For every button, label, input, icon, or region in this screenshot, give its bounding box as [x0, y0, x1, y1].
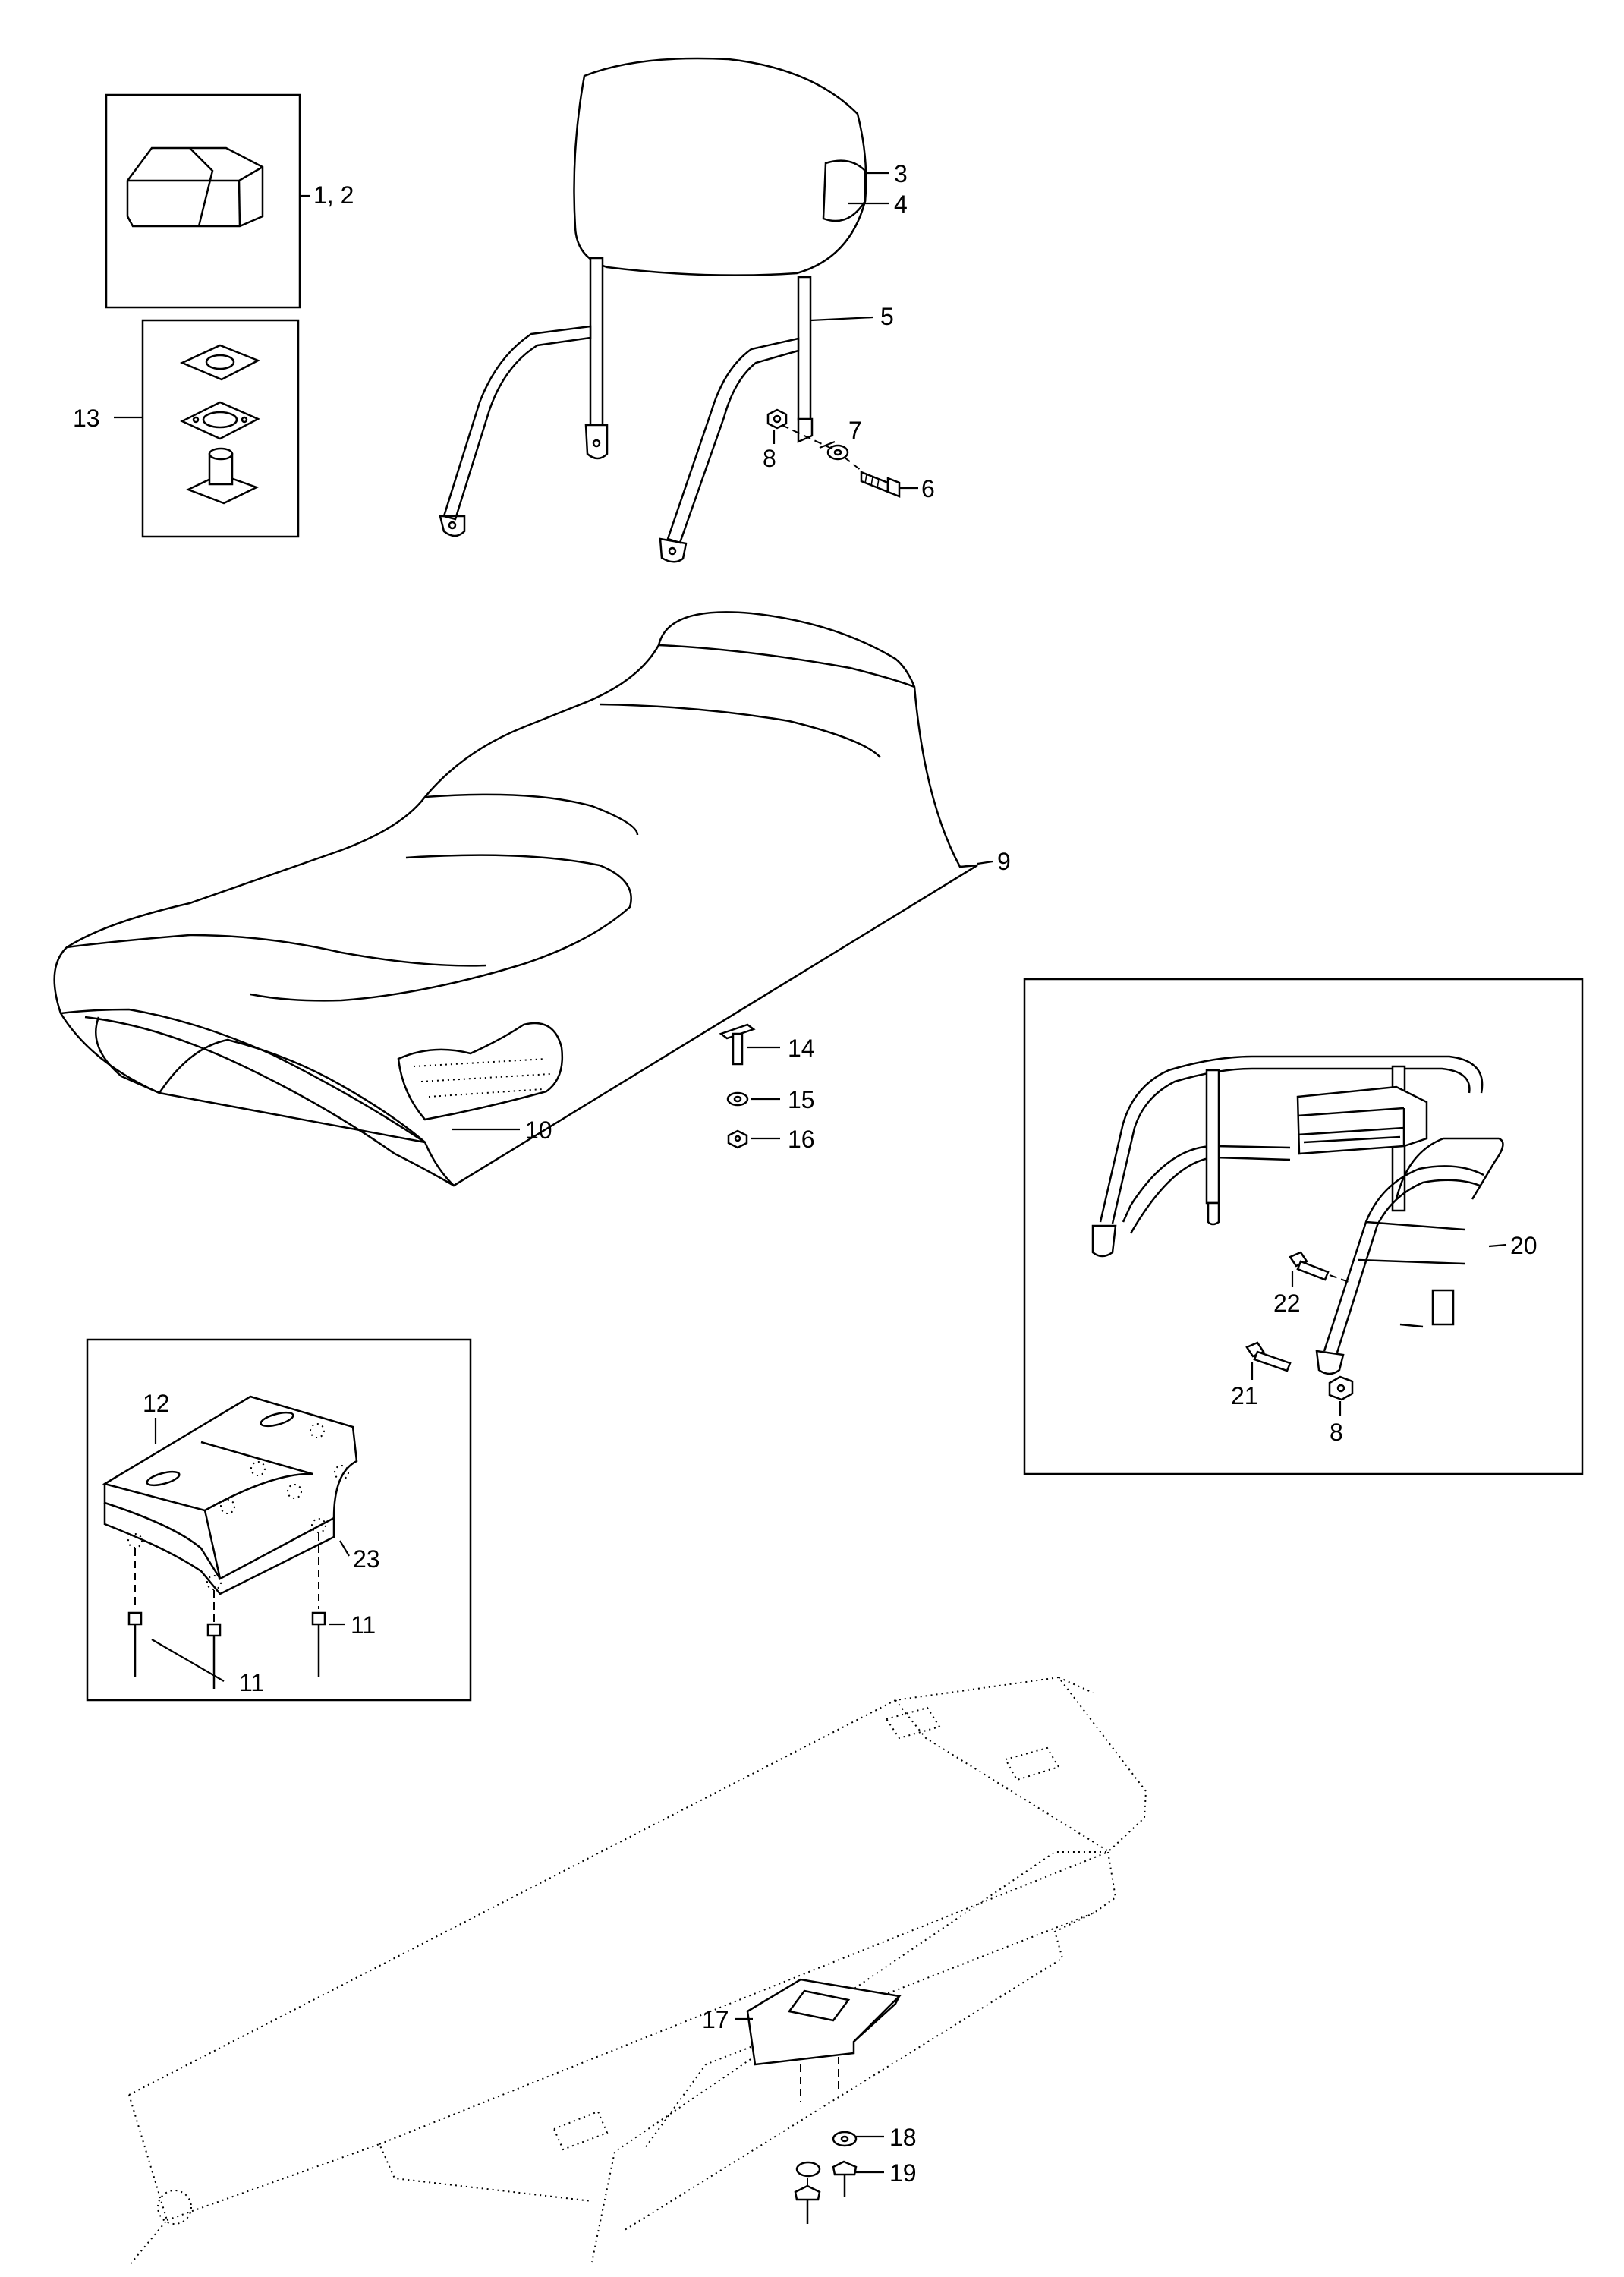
- callout-17: 17: [702, 2006, 729, 2033]
- callout-3: 3: [894, 160, 908, 187]
- rivets-part: [127, 1533, 326, 1689]
- latch-striker: [185, 447, 260, 505]
- callout-6: 6: [921, 475, 935, 502]
- callout-18: 18: [889, 2124, 917, 2151]
- backrest-bolt: [860, 471, 901, 498]
- callout-9: 9: [997, 848, 1011, 875]
- inset-box-13: [114, 319, 300, 538]
- flat-washer-part: [726, 1091, 749, 1107]
- callout-5: 5: [880, 303, 894, 330]
- callout-11-left: 11: [239, 1669, 264, 1696]
- callout-13: 13: [73, 405, 100, 432]
- callout-4: 4: [894, 191, 908, 218]
- callout-20: 20: [1510, 1232, 1537, 1259]
- backrest-washer: [826, 444, 849, 461]
- backrest-nut: [766, 408, 788, 430]
- tunnel-washer-part: [795, 2131, 858, 2178]
- right-post: [797, 276, 812, 421]
- t-bolt-part: [719, 1023, 756, 1066]
- backrest-assembly: [439, 57, 918, 563]
- callout-8-backrest: 8: [763, 445, 776, 472]
- seat-assembly: [53, 611, 993, 1187]
- luggage-rack-part: [1091, 1055, 1504, 1375]
- callout-8-rack: 8: [1330, 1419, 1343, 1446]
- callout-15: 15: [788, 1086, 815, 1113]
- callout-12: 12: [143, 1390, 170, 1417]
- callout-1-2: 1, 2: [313, 181, 354, 209]
- inset-box-1-2: [105, 93, 310, 309]
- callout-11-right: 11: [351, 1611, 376, 1639]
- inset-box-base: [86, 1338, 472, 1702]
- callout-23: 23: [353, 1545, 380, 1573]
- inset-box-rack: [1023, 978, 1584, 1475]
- left-post: [589, 257, 604, 433]
- callout-10: 10: [525, 1116, 552, 1144]
- latch-plate-middle: [180, 401, 260, 440]
- callout-22: 22: [1273, 1290, 1301, 1317]
- seat-hardware: [719, 1023, 780, 1149]
- callout-21: 21: [1231, 1382, 1258, 1409]
- storage-pad-part: [126, 146, 264, 228]
- callout-7: 7: [848, 417, 862, 444]
- callout-19: 19: [889, 2159, 917, 2187]
- callout-16: 16: [788, 1126, 815, 1153]
- rack-bolt-21: [1245, 1341, 1292, 1372]
- tunnel-screw-part: [794, 2160, 858, 2224]
- callout-14: 14: [788, 1035, 815, 1062]
- lock-nut-part: [727, 1129, 748, 1149]
- rack-bolt-22: [1289, 1251, 1352, 1283]
- latch-plate-top: [179, 344, 260, 381]
- chassis-tunnel: [128, 1676, 1147, 2266]
- rack-nut-8: [1328, 1375, 1354, 1401]
- seat-base-plate-part: [102, 1395, 358, 1595]
- tunnel-pad-part: [746, 1978, 902, 2066]
- backrest-cushion: [573, 57, 867, 276]
